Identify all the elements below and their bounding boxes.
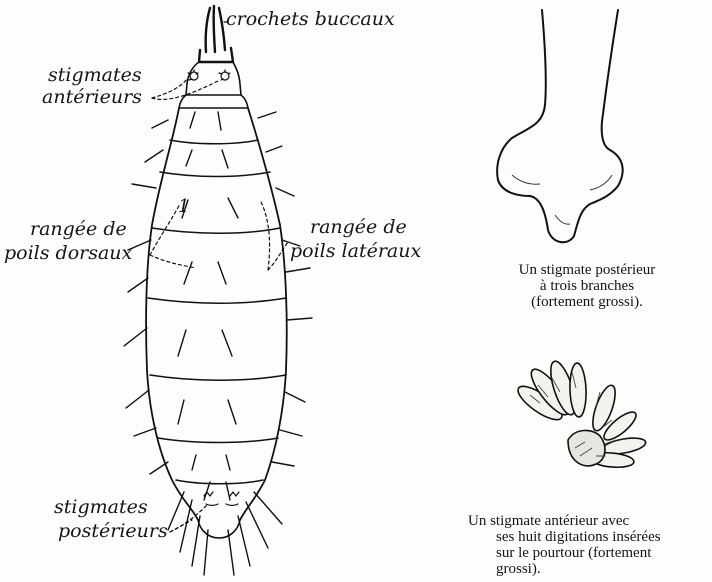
label-poils-lateraux-1: rangée de xyxy=(310,216,407,238)
label-stigmates-posterieurs-2: postérieurs xyxy=(58,520,168,542)
label-stigmates-posterieurs-1: stigmates xyxy=(54,496,148,518)
label-crochets-buccaux: crochets buccaux xyxy=(226,8,395,30)
segment-lines xyxy=(148,140,286,484)
segment-2 xyxy=(179,95,248,108)
label-poils-lateraux-2: poils latéraux xyxy=(290,240,421,262)
caption-line: (fortement grossi). xyxy=(462,294,712,310)
leader-lines xyxy=(150,22,288,532)
caption-line: sur le pourtour (fortement xyxy=(468,545,712,561)
label-stigmates-anterieurs-2: antérieurs xyxy=(42,86,142,108)
caption-line: Un stigmate postérieur xyxy=(462,262,712,278)
label-poils-dorsaux-2: poils dorsaux xyxy=(4,242,132,264)
label-poils-dorsaux-1: rangée de xyxy=(30,218,127,240)
body-outline xyxy=(146,108,287,520)
posterior-stigmata xyxy=(204,492,239,506)
posterior-lobe xyxy=(198,520,240,538)
caption-line: Un stigmate antérieur avec xyxy=(468,513,712,529)
posterior-hairs xyxy=(168,482,282,575)
anterior-stigmata xyxy=(188,70,230,80)
caption-posterior-stigma: Un stigmate postérieur à trois branches … xyxy=(462,262,712,310)
label-stigmates-anterieurs-1: stigmates xyxy=(48,64,142,86)
dorsal-hair-rows xyxy=(178,112,238,470)
anterior-stigma-drawing xyxy=(514,359,647,469)
caption-line: à trois branches xyxy=(462,278,712,294)
caption-line: grossi). xyxy=(468,561,712,577)
digit-mark: 1 xyxy=(178,196,189,217)
head-segment xyxy=(186,62,241,95)
posterior-stigma-drawing xyxy=(497,10,623,242)
caption-line: ses huit digitations insérées xyxy=(468,529,712,545)
caption-anterior-stigma: Un stigmate antérieur avec ses huit digi… xyxy=(468,513,712,577)
